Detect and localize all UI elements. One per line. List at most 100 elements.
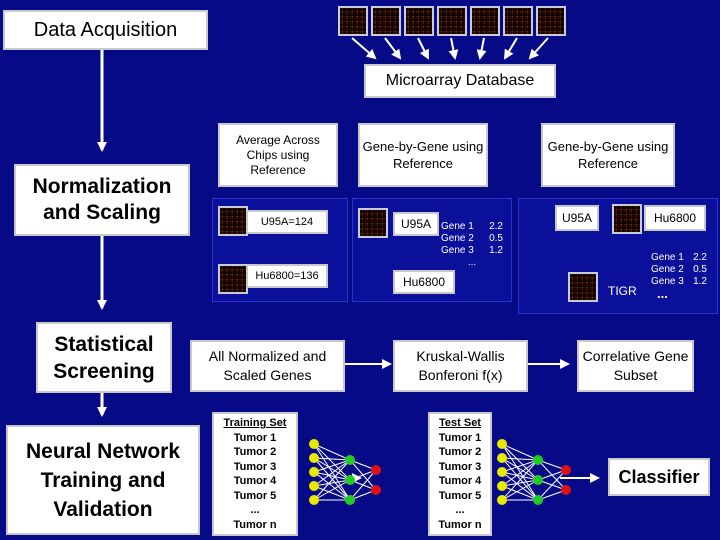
chip-hu6800-count: Hu6800=136 bbox=[246, 264, 328, 288]
step-statistical-screening: Statistical Screening bbox=[36, 322, 172, 393]
nn-connection bbox=[349, 469, 377, 501]
nn-connection bbox=[501, 457, 539, 461]
tumor-item: Tumor 4 bbox=[233, 475, 277, 487]
step-data-acquisition: Data Acquisition bbox=[3, 10, 208, 50]
nn-connection bbox=[501, 459, 539, 473]
tumor-item: Tumor 3 bbox=[233, 460, 277, 473]
nn-connection bbox=[313, 457, 351, 461]
training-set-header: Training Set bbox=[223, 417, 287, 429]
nn-hidden-node bbox=[345, 455, 355, 465]
microarray-chip-icon bbox=[358, 208, 388, 238]
tumor-item: ... bbox=[455, 504, 465, 516]
tumor-item: Tumor 2 bbox=[233, 446, 277, 458]
test-set-list: Test Set Tumor 1 Tumor 2 Tumor 3 Tumor 4 Tum… bbox=[438, 416, 481, 532]
microarray-chip-icon bbox=[612, 204, 642, 234]
test-set-box: Test Set Tumor 1 Tumor 2 Tumor 3 Tumor 4 Tum… bbox=[428, 412, 492, 536]
tumor-item: Tumor 1 bbox=[233, 431, 277, 444]
chip-u95a-count: U95A=124 bbox=[246, 210, 328, 234]
gene-value: 0.5 bbox=[693, 264, 707, 275]
nn-connection bbox=[537, 469, 567, 501]
gene-name: Gene 1 bbox=[441, 221, 474, 232]
gene-more: ... bbox=[657, 286, 668, 301]
microarray-chip-icon bbox=[218, 264, 248, 294]
gene-value: 1.2 bbox=[693, 276, 707, 287]
gene-name: Gene 1 bbox=[651, 252, 684, 263]
nn-connection bbox=[313, 479, 351, 487]
nn-hidden-node bbox=[345, 475, 355, 485]
tumor-item: Tumor 3 bbox=[438, 460, 482, 473]
tumor-item: Tumor 5 bbox=[438, 489, 482, 502]
nn-connection bbox=[501, 443, 539, 481]
gene-name: Gene 3 bbox=[651, 276, 684, 287]
nn-connection bbox=[313, 457, 351, 501]
nn-connection bbox=[313, 485, 351, 501]
gene-name: Gene 3 bbox=[441, 245, 474, 256]
nn-connection bbox=[501, 479, 539, 487]
method-average-across-chips: Average Across Chips using Reference bbox=[218, 123, 338, 187]
nn-connection bbox=[501, 485, 539, 501]
nn-connection bbox=[501, 443, 539, 461]
nn-connection bbox=[313, 471, 351, 481]
test-set-header: Test Set bbox=[439, 417, 481, 429]
nn-connection bbox=[501, 443, 539, 501]
all-normalized-genes: All Normalized and Scaled Genes bbox=[190, 340, 345, 392]
microarray-database: Microarray Database bbox=[364, 64, 556, 98]
nn-input-node bbox=[309, 495, 319, 505]
training-set-list: Training Set Tumor 1 Tumor 2 Tumor 3 Tumor … bbox=[224, 416, 287, 532]
nn-hidden-node bbox=[533, 495, 543, 505]
nn-connection bbox=[313, 479, 351, 501]
nn-connection bbox=[313, 459, 351, 473]
nn-input-node bbox=[497, 467, 507, 477]
gene-value: 0.5 bbox=[489, 233, 503, 244]
chip-hu6800-b: Hu6800 bbox=[644, 205, 706, 231]
nn-input-node bbox=[497, 439, 507, 449]
neural-network-2 bbox=[497, 439, 571, 505]
gene-more: ... bbox=[467, 257, 477, 268]
nn-connection bbox=[313, 457, 351, 481]
gene-name: Gene 2 bbox=[441, 233, 474, 244]
microarray-chip-icon bbox=[338, 6, 368, 36]
nn-input-node bbox=[309, 467, 319, 477]
gene-value: 2.2 bbox=[693, 252, 707, 263]
nn-connection bbox=[313, 443, 351, 461]
method-gene-by-gene-1: Gene-by-Gene using Reference bbox=[358, 123, 488, 187]
nn-hidden-node bbox=[345, 495, 355, 505]
microarray-chip-icon bbox=[536, 6, 566, 36]
microarray-chip-icon bbox=[218, 206, 248, 236]
tumor-item: Tumor n bbox=[233, 518, 277, 531]
step-neural-network: Neural Network Training and Validation bbox=[6, 425, 200, 535]
method-gene-by-gene-2: Gene-by-Gene using Reference bbox=[541, 123, 675, 187]
gene-table-2: Gene 1 2.2 Gene 2 0.5 Gene 3 1.2 ... bbox=[651, 252, 707, 300]
nn-connection bbox=[501, 459, 539, 487]
microarray-chip-icon bbox=[470, 6, 500, 36]
nn-connection bbox=[501, 471, 539, 501]
nn-connection bbox=[313, 443, 351, 501]
chip-hu6800: Hu6800 bbox=[393, 270, 455, 294]
microarray-chip-icon bbox=[503, 6, 533, 36]
microarray-chip-icon bbox=[437, 6, 467, 36]
neural-network-1 bbox=[309, 439, 381, 505]
microarray-chip-icon bbox=[568, 272, 598, 302]
nn-input-node bbox=[497, 495, 507, 505]
kruskal-wallis: Kruskal-Wallis Bonferoni f(x) bbox=[393, 340, 528, 392]
microarray-chip-icon bbox=[371, 6, 401, 36]
gene-name: Gene 2 bbox=[651, 264, 684, 275]
nn-connection bbox=[501, 459, 539, 501]
chips-to-db-arrows bbox=[351, 37, 549, 60]
tumor-item: Tumor n bbox=[438, 518, 482, 531]
tumor-item: Tumor 1 bbox=[438, 431, 482, 444]
nn-output-node bbox=[561, 465, 571, 475]
tumor-item: Tumor 2 bbox=[438, 446, 482, 458]
chip-u95a-b: U95A bbox=[555, 205, 599, 231]
chip-u95a: U95A bbox=[393, 212, 439, 236]
nn-output-node bbox=[371, 485, 381, 495]
microarray-chip-icon bbox=[404, 6, 434, 36]
tigr-label: TIGR bbox=[608, 284, 637, 298]
nn-connection bbox=[313, 459, 351, 487]
nn-output-node bbox=[561, 485, 571, 495]
nn-input-node bbox=[309, 439, 319, 449]
nn-connection bbox=[501, 479, 539, 501]
nn-connection bbox=[501, 471, 539, 481]
tumor-item: Tumor 4 bbox=[438, 475, 482, 487]
